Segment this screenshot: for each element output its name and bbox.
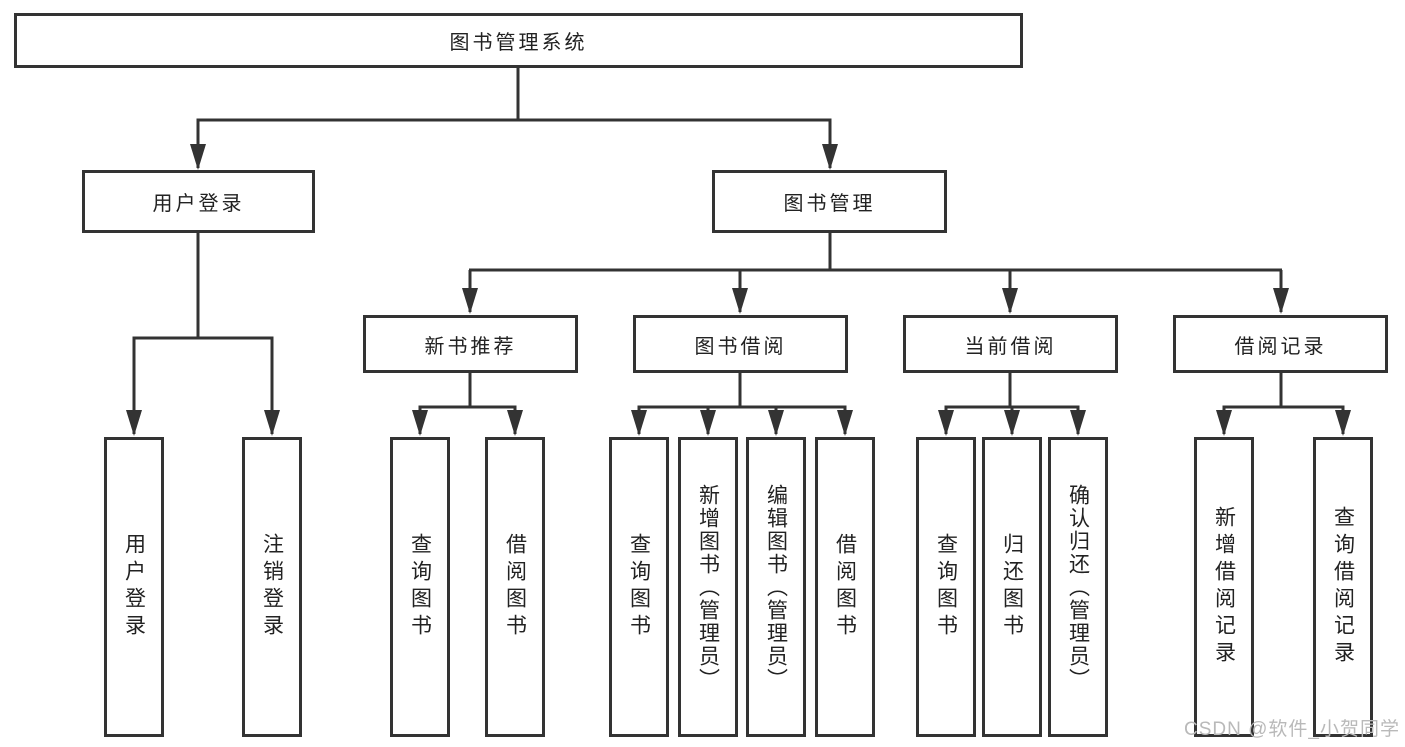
leaf-logout: 注销登录 <box>242 437 302 737</box>
leaf-return-books: 归还图书 <box>982 437 1042 737</box>
leaf-add-books-admin: 新增图书（管理员） <box>678 437 738 737</box>
leaf-query-books: 查询图书 <box>916 437 976 737</box>
node-book-borrow: 图书借阅 <box>633 315 848 373</box>
node-root-library-system: 图书管理系统 <box>14 13 1023 68</box>
leaf-borrow-books: 借阅图书 <box>485 437 545 737</box>
leaf-add-borrow-record: 新增借阅记录 <box>1194 437 1254 737</box>
node-book-management: 图书管理 <box>712 170 947 233</box>
node-current-borrow: 当前借阅 <box>903 315 1118 373</box>
node-borrow-records: 借阅记录 <box>1173 315 1388 373</box>
node-new-book-recommend: 新书推荐 <box>363 315 578 373</box>
node-user-login: 用户登录 <box>82 170 315 233</box>
leaf-query-books: 查询图书 <box>609 437 669 737</box>
csdn-watermark: CSDN @软件_小贺同学 <box>1184 719 1400 740</box>
leaf-edit-books-admin: 编辑图书（管理员） <box>746 437 806 737</box>
leaf-query-books: 查询图书 <box>390 437 450 737</box>
leaf-user-login: 用户登录 <box>104 437 164 737</box>
leaf-query-borrow-record: 查询借阅记录 <box>1313 437 1373 737</box>
leaf-confirm-return-admin: 确认归还（管理员） <box>1048 437 1108 737</box>
leaf-borrow-books: 借阅图书 <box>815 437 875 737</box>
